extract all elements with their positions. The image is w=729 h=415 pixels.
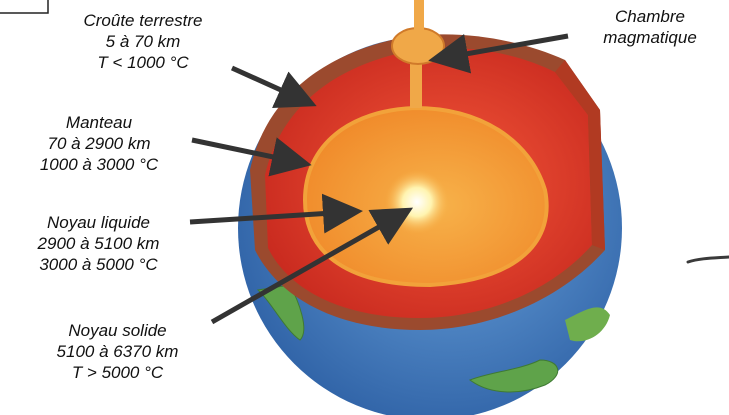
label-magma-chamber: Chambre magmatique (570, 6, 729, 48)
label-mantle: Manteau 70 à 2900 km 1000 à 3000 °C (14, 112, 184, 175)
label-inner-core: Noyau solide 5100 à 6370 km T > 5000 °C (30, 320, 205, 383)
inner-core-name: Noyau solide (30, 320, 205, 341)
pencil-mark (688, 257, 729, 262)
crust-name: Croûte terrestre (58, 10, 228, 31)
outer-core-temp: 3000 à 5000 °C (6, 254, 191, 275)
outer-core-name: Noyau liquide (6, 212, 191, 233)
chamber-line1: Chambre (570, 6, 729, 27)
frame-corner (0, 0, 48, 13)
arrow-crust (232, 68, 303, 100)
crust-depth: 5 à 70 km (58, 31, 228, 52)
label-outer-core: Noyau liquide 2900 à 5100 km 3000 à 5000… (6, 212, 191, 275)
mantle-temp: 1000 à 3000 °C (14, 154, 184, 175)
chamber-line2: magmatique (570, 27, 729, 48)
mantle-depth: 70 à 2900 km (14, 133, 184, 154)
mantle-name: Manteau (14, 112, 184, 133)
magma-chamber (392, 28, 444, 64)
crust-temp: T < 1000 °C (58, 52, 228, 73)
inner-core-temp: T > 5000 °C (30, 362, 205, 383)
inner-core (385, 170, 449, 234)
inner-core-depth: 5100 à 6370 km (30, 341, 205, 362)
magma-vent (414, 0, 424, 30)
label-crust: Croûte terrestre 5 à 70 km T < 1000 °C (58, 10, 228, 73)
outer-core-depth: 2900 à 5100 km (6, 233, 191, 254)
